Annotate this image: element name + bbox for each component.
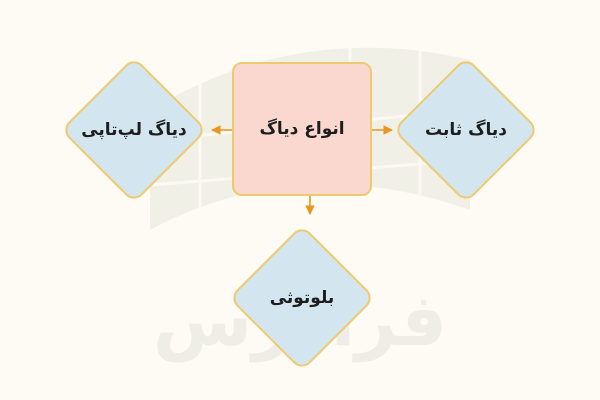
node-fixed-diag-label: دیاگ ثابت [425, 120, 507, 140]
node-center-label: انواع دیاگ [259, 119, 345, 139]
node-bluetooth-label: بلوتوثی [269, 288, 335, 308]
node-center-shape [232, 62, 372, 196]
node-laptop-diag-label: دیاگ لپ‌تاپی [81, 120, 187, 140]
